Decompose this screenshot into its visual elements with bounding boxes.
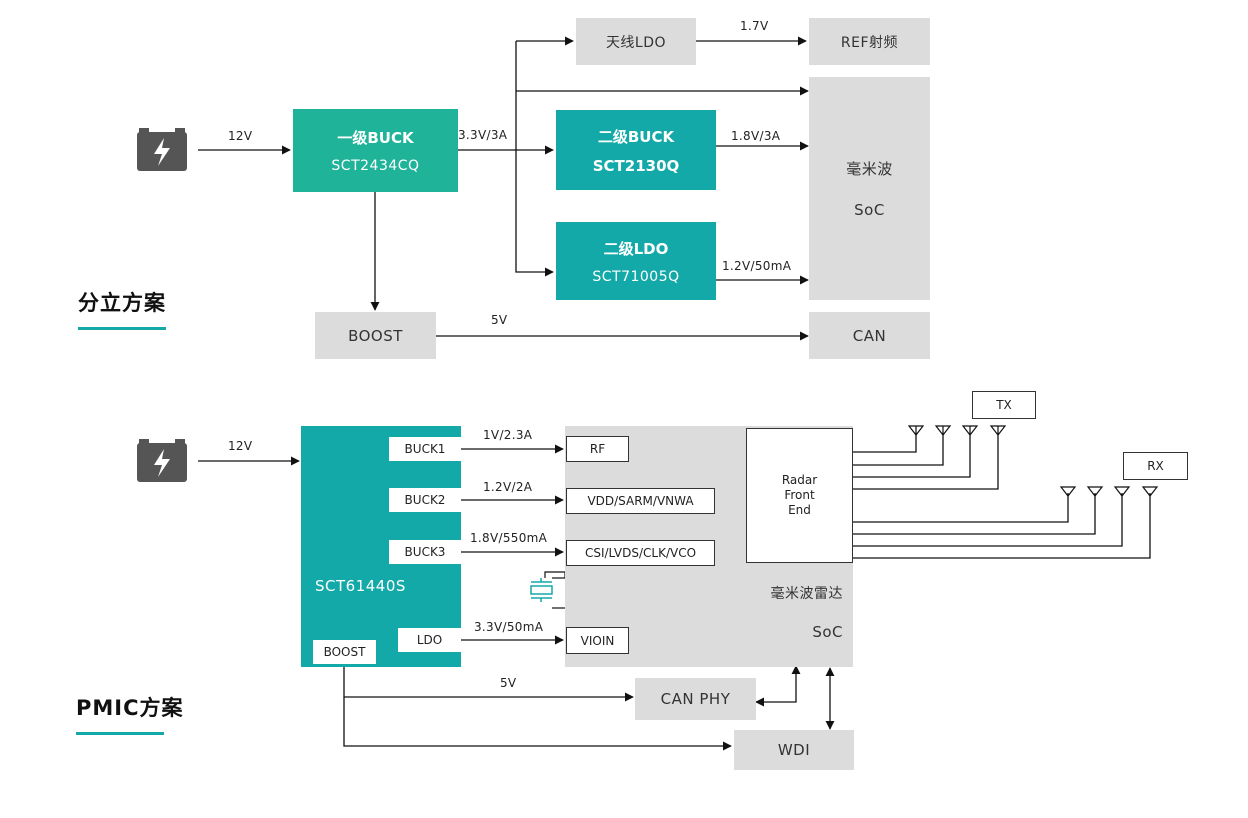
v-buck1-label: 1V/2.3A xyxy=(483,428,533,442)
antenna-icon xyxy=(989,425,1007,436)
pmic-v5-label: 5V xyxy=(500,676,517,690)
can-block[interactable]: CAN xyxy=(809,312,930,359)
buck1-block[interactable]: 一级BUCK SCT2434CQ xyxy=(293,109,458,192)
wire-tx-3 xyxy=(853,432,971,478)
discrete-section-title: 分立方案 xyxy=(78,291,166,315)
buck2-title: 二级BUCK xyxy=(597,127,675,146)
wire-tx-4 xyxy=(853,432,999,490)
ref-rf-block[interactable]: REF射频 xyxy=(809,18,930,65)
pmic-title-underline xyxy=(76,732,164,735)
csi-pin: CSI/LVDS/CLK/VCO xyxy=(566,540,715,566)
rx-antennas xyxy=(1059,486,1159,497)
v-ldo-label: 3.3V/50mA xyxy=(474,620,544,634)
wire-canphy-soc xyxy=(755,665,801,707)
buck3-port: BUCK3 xyxy=(389,540,461,564)
boost-port: BOOST xyxy=(313,640,376,664)
soc-subtitle: SoC xyxy=(854,201,885,219)
antenna-icon xyxy=(961,425,979,436)
wire-rx-2 xyxy=(853,493,1096,535)
tx-label-box: TX xyxy=(972,391,1036,419)
v5-label: 5V xyxy=(491,313,508,327)
vdd-pin: VDD/SARM/VNWA xyxy=(566,488,715,514)
rx-label-box: RX xyxy=(1123,452,1188,480)
rf-pin: RF xyxy=(566,436,629,462)
wire-bus-to-ldo2 xyxy=(515,150,554,277)
buck1-part: SCT2434CQ xyxy=(331,158,420,174)
wire-rx-3 xyxy=(853,493,1123,547)
ldo2-part: SCT71005Q xyxy=(592,268,680,285)
ldo2-title: 二级LDO xyxy=(603,239,669,258)
antenna-icon xyxy=(907,425,925,436)
wdi-block[interactable]: WDI xyxy=(734,730,854,770)
rfe-line3: End xyxy=(788,503,811,517)
crystal-icon xyxy=(530,578,553,602)
rfe-line1: Radar xyxy=(781,473,818,487)
wire-boost-wdi xyxy=(343,697,732,751)
antenna-icon xyxy=(1086,486,1104,497)
antenna-icon xyxy=(1059,486,1077,497)
buck2-part: SCT2130Q xyxy=(592,156,680,175)
battery-icon xyxy=(137,439,187,482)
v12-label: 1.2V/50mA xyxy=(722,259,792,273)
wire-rx-4 xyxy=(853,493,1151,559)
boost-block[interactable]: BOOST xyxy=(315,312,436,359)
radar-front-end-block[interactable]: Radar Front End xyxy=(746,428,853,563)
wire-rx-1 xyxy=(853,493,1069,523)
radar-soc-subtitle: SoC xyxy=(812,623,843,641)
radar-soc-title: 毫米波雷达 xyxy=(770,586,843,602)
rfe-line2: Front xyxy=(784,488,815,502)
wire-boost-canphy xyxy=(343,664,634,702)
pmic-chip-name: SCT61440S xyxy=(315,577,406,595)
buck2-block[interactable]: 二级BUCK SCT2130Q xyxy=(556,110,716,190)
can-phy-block[interactable]: CAN PHY xyxy=(635,678,756,720)
buck1-port: BUCK1 xyxy=(389,437,461,461)
input-voltage-label: 12V xyxy=(228,129,253,143)
pmic-section-title: PMIC方案 xyxy=(76,696,184,720)
discrete-title-underline xyxy=(78,327,166,330)
buck1-title: 一级BUCK xyxy=(337,129,414,147)
tx-antennas xyxy=(907,425,1007,436)
pmic-input-voltage-label: 12V xyxy=(228,439,253,453)
antenna-icon xyxy=(1113,486,1131,497)
ldo-port: LDO xyxy=(398,628,461,652)
v-buck3-label: 1.8V/550mA xyxy=(470,531,548,545)
v18-label: 1.8V/3A xyxy=(731,129,781,143)
vioin-pin: VIOIN xyxy=(566,627,629,654)
v-buck2-label: 1.2V/2A xyxy=(483,480,533,494)
battery-icon xyxy=(137,128,187,171)
buck2-port: BUCK2 xyxy=(389,488,461,512)
soc-title: 毫米波 xyxy=(846,160,893,178)
antenna-icon xyxy=(1141,486,1159,497)
soc-block[interactable]: 毫米波 SoC xyxy=(809,77,930,300)
wire-tx-1 xyxy=(853,432,917,453)
ldo2-block[interactable]: 二级LDO SCT71005Q xyxy=(556,222,716,300)
buck1-output-label: 3.3V/3A xyxy=(458,128,508,142)
wire-tx-2 xyxy=(853,432,944,466)
v17-label: 1.7V xyxy=(740,19,769,33)
antenna-ldo-block[interactable]: 天线LDO xyxy=(576,18,696,65)
antenna-icon xyxy=(934,425,952,436)
